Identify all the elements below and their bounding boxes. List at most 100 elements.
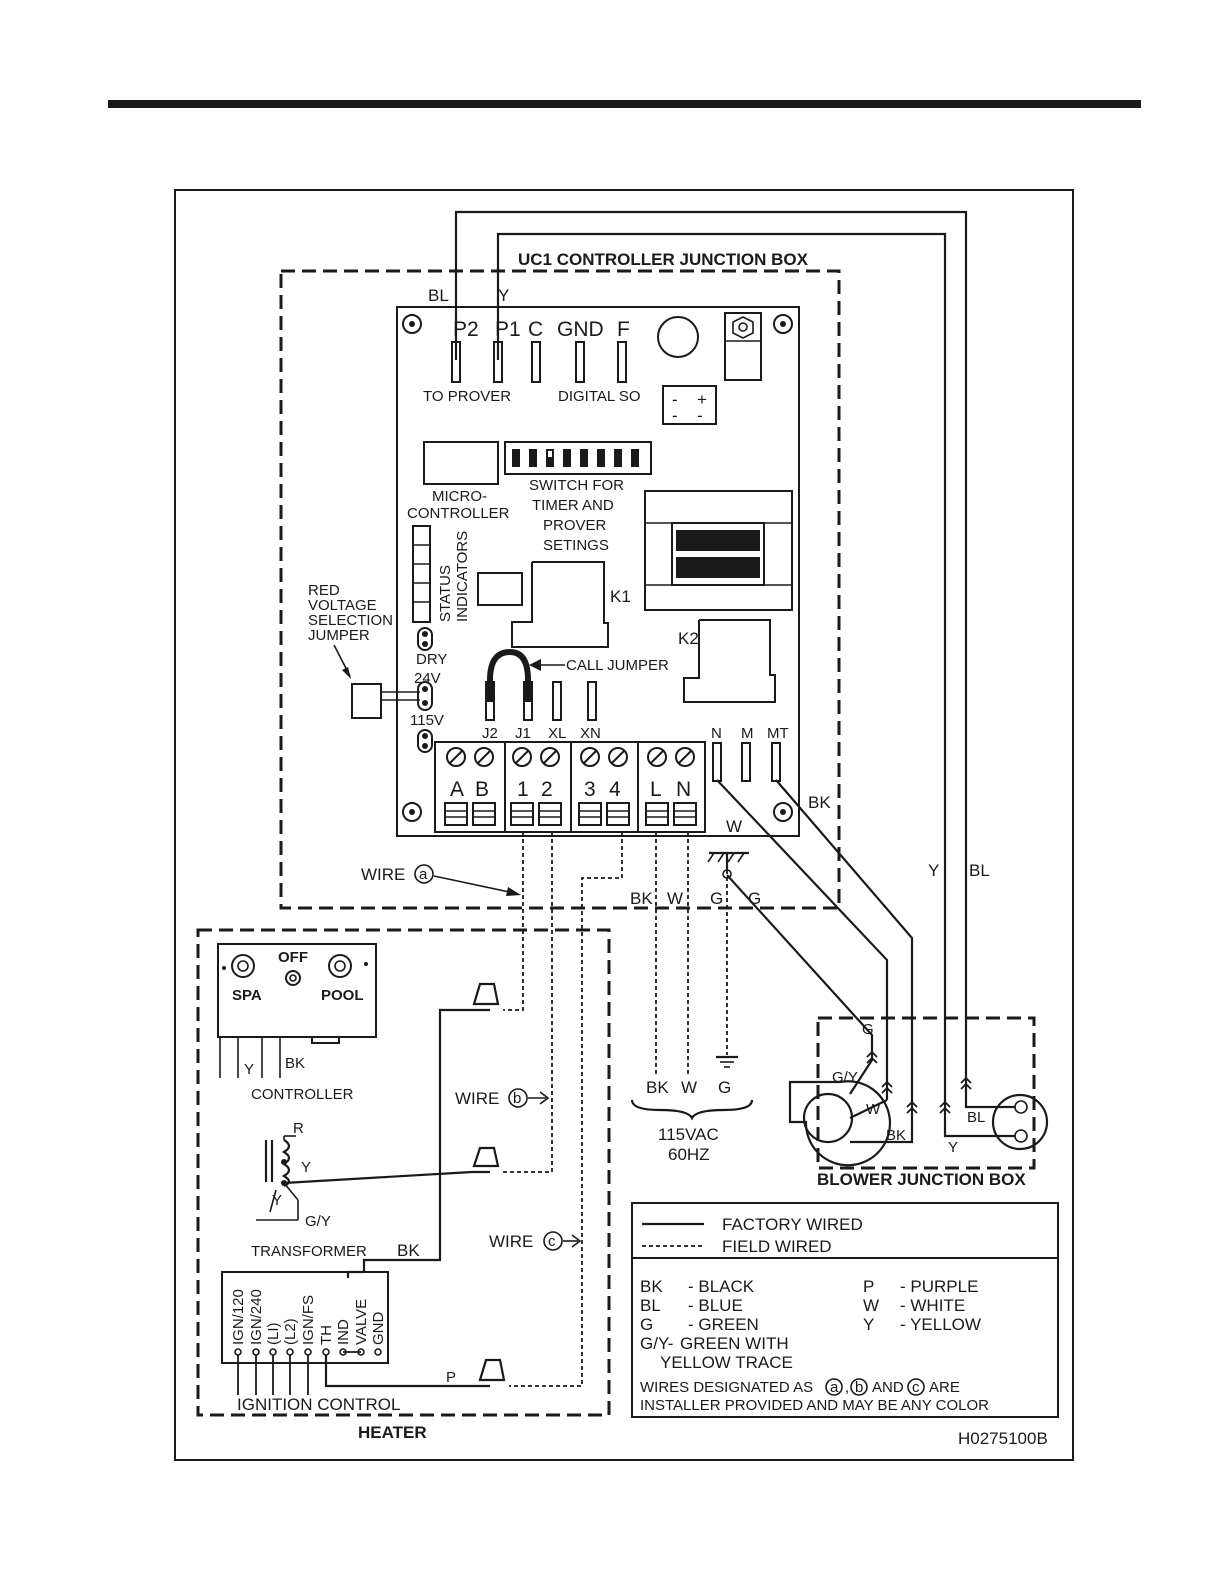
wire-label-y-right: Y <box>928 861 939 880</box>
relay-k1-label: K1 <box>610 587 631 606</box>
terminal-c: C <box>528 318 543 341</box>
ignition-pin-icon <box>269 1348 277 1356</box>
blower-box-outline <box>816 1016 1036 1170</box>
pin-m: M <box>741 725 754 742</box>
legend-code-g: G <box>640 1315 653 1334</box>
heater-wire-bk: BK <box>397 1241 420 1260</box>
dip-label-4: SETINGS <box>543 537 609 554</box>
heater-wire-p: P <box>446 1369 456 1386</box>
dip-switch-toggle <box>563 449 571 467</box>
circuit-board <box>396 306 800 837</box>
legend-code-bk: BK <box>640 1277 663 1296</box>
blower-junction-box: BLOWER JUNCTION BOX G G/Y W BK Y BL <box>788 1016 1049 1189</box>
ignition-pin-label: IND <box>335 1319 352 1345</box>
relay-k2-label: K2 <box>678 629 699 648</box>
wire-a-label: WIRE <box>361 865 405 884</box>
wire-b-label: WIRE <box>455 1089 499 1108</box>
pin-j1: J1 <box>515 725 531 742</box>
call-jumper-label: CALL JUMPER <box>566 657 669 674</box>
wire-c-label: WIRE <box>489 1232 533 1251</box>
wire-label-bk: BK <box>630 889 653 908</box>
wire-label-g2: G <box>748 889 761 908</box>
controller-label: CONTROLLER <box>251 1086 354 1103</box>
ignition-pin-icon <box>286 1348 294 1356</box>
supply-frequency: 60HZ <box>668 1145 710 1164</box>
ignition-pin-icon <box>322 1348 330 1356</box>
red-jumper-label-1: RED <box>308 582 340 599</box>
legend-desc-g: - GREEN <box>688 1315 759 1334</box>
wire-label-w: W <box>667 889 683 908</box>
pin-n: N <box>711 725 722 742</box>
mount-hole-icon <box>402 314 422 334</box>
to-prover-label: TO PROVER <box>423 388 511 405</box>
uc1-box-outline <box>279 269 841 910</box>
legend-code-gy: G/Y- <box>640 1334 673 1353</box>
jumper-dry <box>417 627 433 651</box>
controller-wire-bk: BK <box>285 1055 305 1072</box>
legend-note-2: INSTALLER PROVIDED AND MAY BE ANY COLOR <box>640 1397 989 1414</box>
legend-note-c: c <box>912 1379 920 1396</box>
dip-label-2: TIMER AND <box>532 497 614 514</box>
status-label-2: INDICATORS <box>454 531 471 622</box>
pin-mt: MT <box>767 725 789 742</box>
svg-text:-: - <box>672 406 678 425</box>
transformer-r: R <box>293 1120 304 1137</box>
pin-j2: J2 <box>482 725 498 742</box>
switch-spa-label: SPA <box>232 987 262 1004</box>
connector-chevron-icon <box>881 1080 893 1088</box>
switch-pool-label: POOL <box>321 987 364 1004</box>
blower-wire-y: Y <box>948 1139 958 1156</box>
tb-n: N <box>676 778 691 801</box>
tb-b: B <box>475 778 489 801</box>
board-transformer <box>644 490 793 611</box>
micro-label-1: MICRO- <box>432 488 487 505</box>
ignition-pin-label: VALVE <box>353 1299 370 1345</box>
terminal-p2: P2 <box>453 318 479 341</box>
terminal-screw-icon <box>540 747 560 767</box>
fuse-holder <box>724 312 762 381</box>
blower-wire-gy: G/Y <box>832 1069 858 1086</box>
tb-1: 1 <box>517 778 529 801</box>
ignition-pin-label: IGN/FS <box>300 1295 317 1345</box>
dip-label-3: PROVER <box>543 517 607 534</box>
transformer-label: TRANSFORMER <box>251 1243 367 1260</box>
dip-label-1: SWITCH FOR <box>529 477 624 494</box>
transformer-gy: G/Y <box>305 1213 331 1230</box>
red-jumper-label-2: VOLTAGE <box>308 597 377 614</box>
ignition-control <box>221 1271 389 1364</box>
dip-switch-toggle <box>512 449 520 467</box>
jumper-115v <box>417 729 433 753</box>
wire-c-letter: c <box>548 1233 556 1250</box>
controller-wire-y: Y <box>244 1061 254 1078</box>
ignition-pin-icon <box>252 1348 260 1356</box>
wire-b-circle <box>508 1088 528 1108</box>
legend-note-comma: , <box>845 1379 849 1396</box>
tb-a: A <box>450 778 464 801</box>
wire-c-circle <box>543 1231 563 1251</box>
ignition-pin-label: IGN/120 <box>230 1289 247 1345</box>
legend-desc-y: - YELLOW <box>900 1315 981 1334</box>
svg-text:-: - <box>697 406 703 425</box>
legend-field-label: FIELD WIRED <box>722 1237 832 1256</box>
connector-plus: + <box>697 390 707 409</box>
jumper-24v-label: 24V <box>414 670 441 687</box>
pin-xl: XL <box>548 725 566 742</box>
dip-switch-toggle <box>546 449 554 467</box>
legend-desc-p: - PURPLE <box>900 1277 978 1296</box>
drawing-id: H0275100B <box>958 1429 1048 1448</box>
digital-so-label: DIGITAL SO <box>558 388 641 405</box>
terminal-clamp <box>606 802 630 826</box>
blower-wire-w: W <box>866 1101 881 1118</box>
ignition-pin-label: GND <box>370 1312 387 1346</box>
terminal-screw-icon <box>608 747 628 767</box>
ignition-pin-label: IGN/240 <box>248 1289 265 1345</box>
jumper-24v <box>417 681 433 711</box>
transformer-icon <box>256 1135 299 1221</box>
relay-k2 <box>683 619 776 703</box>
legend-desc-gy: GREEN WITH <box>680 1334 789 1353</box>
ignition-label: IGNITION CONTROL <box>237 1395 400 1414</box>
pin-xn: XN <box>580 725 601 742</box>
tb-2: 2 <box>541 778 553 801</box>
wire-label-bl: BL <box>428 286 449 305</box>
wire-label-bk-board: BK <box>808 793 831 812</box>
